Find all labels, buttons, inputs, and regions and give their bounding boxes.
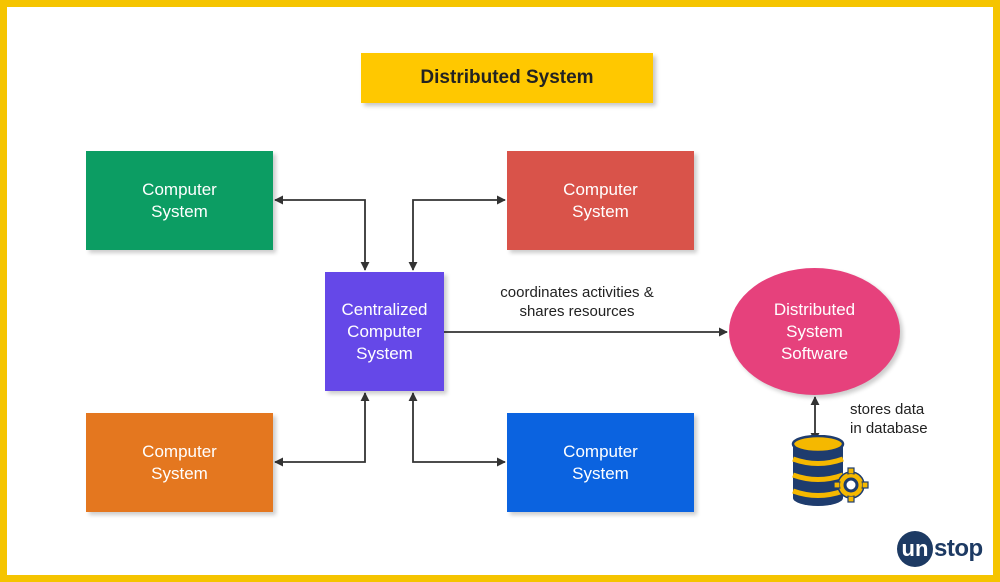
computer-system-bottom-right: Computer System (507, 413, 694, 512)
centralized-computer-system: Centralized Computer System (325, 272, 444, 391)
computer-system-bottom-left: Computer System (86, 413, 273, 512)
node-label-line: Computer (142, 441, 217, 461)
connector-top-right (408, 195, 506, 271)
node-label-line: System (151, 463, 208, 483)
node-label-line: System (151, 201, 208, 221)
edge-label-line: in database (850, 420, 928, 437)
connector-layer (274, 195, 820, 467)
database-gear-icon (791, 435, 869, 506)
node-label-line: Computer (563, 179, 638, 199)
computer-system-top-left: Computer System (86, 151, 273, 250)
node-label-line: System (572, 201, 629, 221)
distributed-system-software: Distributed System Software (729, 268, 900, 395)
node-label-line: Computer (142, 179, 217, 199)
logo-text: stop (934, 535, 983, 562)
node-label-line: System (356, 343, 413, 363)
edge-label-line: stores data (850, 401, 925, 418)
edge-label-coordinates: coordinates activities & shares resource… (477, 283, 677, 321)
unstop-logo: un stop (897, 531, 983, 567)
logo-badge: un (897, 531, 933, 567)
edge-label-stores: stores data in database (850, 400, 960, 438)
node-label-line: System (572, 463, 629, 483)
connector-top-left (274, 195, 370, 271)
node-label-line: Centralized (341, 299, 428, 319)
node-label-line: System (786, 321, 843, 341)
edge-label-line: shares resources (519, 303, 635, 320)
node-label-line: Distributed (773, 299, 856, 319)
connector-bottom-right (408, 392, 506, 467)
edge-label-line: coordinates activities & (500, 284, 654, 301)
connector-bottom-left (274, 392, 370, 467)
diagram-title: Distributed System (361, 53, 653, 103)
node-label-line: Software (780, 343, 849, 363)
computer-system-top-right: Computer System (507, 151, 694, 250)
node-label-line: Computer (563, 441, 638, 461)
node-label-line: Computer (347, 321, 422, 341)
